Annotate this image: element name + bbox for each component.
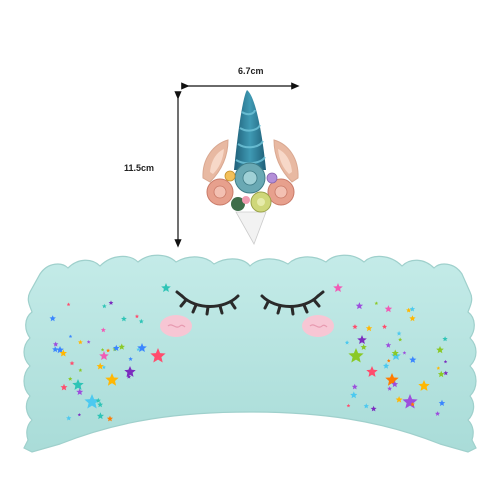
star-icon [136, 347, 141, 352]
cupcake-wrapper-icon [23, 254, 477, 453]
star-icon [443, 359, 448, 364]
star-icon [395, 396, 403, 403]
star-icon [59, 349, 67, 357]
star-icon [384, 305, 393, 313]
cheek-right [302, 315, 334, 337]
star-icon [49, 315, 56, 322]
star-icon [402, 394, 418, 409]
height-dimension-label: 11.5cm [124, 163, 155, 173]
star-icon [360, 343, 367, 350]
star-icon [437, 370, 445, 378]
star-icon [436, 346, 444, 354]
star-icon [66, 415, 72, 421]
star-icon [96, 412, 104, 420]
star-icon [99, 351, 109, 360]
star-icon [121, 315, 127, 322]
star-icon [436, 366, 441, 370]
closed-eye-left [175, 290, 240, 316]
star-icon [357, 335, 367, 344]
star-icon [382, 324, 388, 329]
star-icon [391, 351, 401, 360]
star-icon [365, 325, 373, 332]
star-icon [124, 366, 136, 377]
star-icon [134, 314, 139, 319]
star-icon [396, 330, 402, 336]
closed-eye-right [260, 290, 325, 316]
star-icon [350, 391, 358, 399]
star-icon [391, 349, 399, 357]
star-icon [333, 283, 343, 292]
star-icon [105, 373, 119, 386]
star-icon [106, 348, 111, 353]
star-icon [370, 405, 377, 412]
star-icon [86, 340, 91, 344]
star-icon [56, 346, 64, 354]
star-icon [100, 347, 105, 352]
star-confetti [49, 283, 449, 422]
star-icon [386, 358, 391, 363]
star-icon [53, 341, 59, 347]
star-icon [363, 403, 369, 409]
star-icon [409, 356, 417, 363]
star-icon [387, 386, 393, 391]
star-icon [435, 411, 441, 416]
star-icon [344, 340, 350, 345]
star-icon [118, 343, 125, 350]
star-icon [410, 402, 415, 407]
star-icon [138, 318, 144, 324]
star-icon [385, 342, 392, 348]
star-icon [351, 383, 358, 390]
star-icon [402, 350, 407, 355]
star-icon [161, 283, 171, 292]
star-icon [97, 401, 104, 408]
star-icon [374, 301, 379, 305]
star-icon [126, 374, 132, 379]
star-icon [150, 348, 166, 363]
star-icon [84, 394, 100, 409]
star-icon [102, 303, 107, 309]
width-dimension-label: 6.7cm [238, 66, 264, 76]
star-icon [68, 334, 73, 338]
star-icon [442, 336, 448, 342]
star-icon [443, 370, 449, 376]
star-icon [100, 327, 106, 333]
star-icon [383, 362, 390, 369]
star-icon [78, 339, 83, 345]
star-icon [418, 380, 430, 391]
star-icon [77, 413, 82, 417]
cheek-left [160, 315, 192, 337]
star-icon [438, 399, 446, 406]
star-icon [348, 348, 364, 363]
star-icon [69, 360, 75, 366]
star-icon [60, 383, 68, 391]
star-icon [76, 388, 84, 395]
star-icon [406, 307, 412, 313]
star-icon [106, 415, 113, 422]
star-icon [409, 306, 416, 312]
star-icon [68, 376, 73, 381]
star-icon [72, 379, 84, 390]
star-icon [352, 324, 358, 330]
star-icon [409, 315, 416, 322]
star-icon [52, 346, 59, 353]
star-icon [78, 368, 83, 372]
star-icon [66, 302, 71, 307]
star-icon [355, 302, 364, 310]
star-icon [108, 300, 114, 305]
star-icon [137, 343, 147, 352]
star-icon [346, 403, 351, 408]
star-icon [113, 344, 120, 351]
star-icon [102, 365, 106, 369]
star-icon [398, 337, 403, 342]
star-icon [128, 356, 133, 361]
star-icon [391, 380, 399, 388]
unicorn-horn-topper-icon [202, 90, 299, 245]
star-icon [366, 366, 378, 377]
star-icon [96, 362, 104, 370]
star-icon [95, 397, 101, 403]
